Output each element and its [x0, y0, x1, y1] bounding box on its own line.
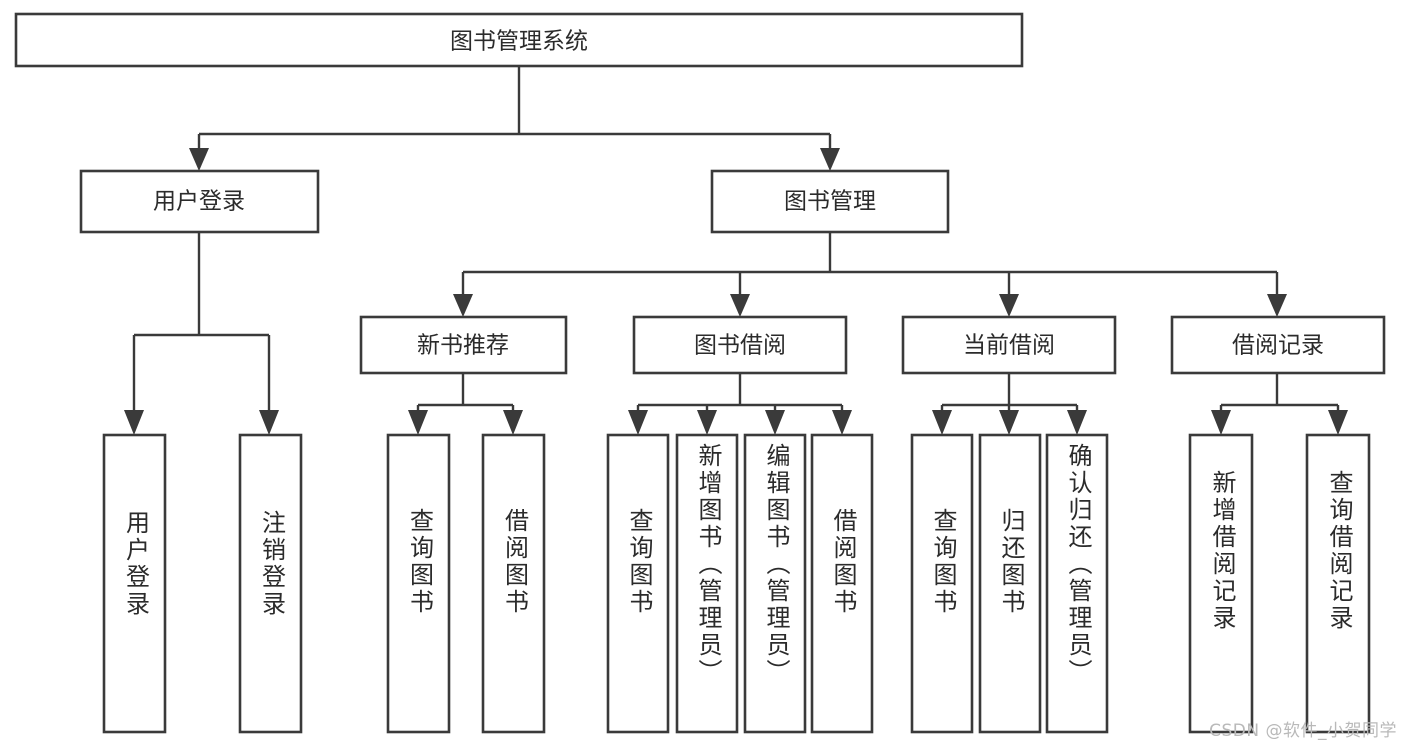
- arrow-head-nb-leaf2: [503, 410, 523, 435]
- node-leaf-cb-confirm-return-box[interactable]: [1045, 433, 1109, 734]
- node-leaf-br-add-record-box[interactable]: [1188, 433, 1254, 734]
- node-leaf-bb-borrow-book-box[interactable]: [810, 433, 874, 734]
- node-book-management-label: 图书管理: [784, 189, 876, 215]
- node-leaf-user-login-box[interactable]: [102, 433, 167, 734]
- arrow-head-leaf-user-login: [124, 410, 144, 435]
- node-leaf-bb-add-book-box[interactable]: [675, 433, 739, 734]
- arrow-head-nb-leaf1: [408, 410, 428, 435]
- arrow-head-leaf-logout: [259, 410, 279, 435]
- node-user-login-box[interactable]: [79, 169, 320, 234]
- node-book-borrow-label: 图书借阅: [694, 333, 786, 359]
- node-leaf-cb-query-book-box[interactable]: [910, 433, 974, 734]
- node-leaf-nb-borrow-book-box[interactable]: [481, 433, 546, 734]
- arrow-head-bb-leaf4: [832, 410, 852, 435]
- arrow-head-bookborrow: [730, 294, 750, 317]
- arrow-head-borrowrecord: [1267, 294, 1287, 317]
- node-user-login-label: 用户登录: [153, 189, 245, 215]
- arrow-head-newbook: [453, 294, 473, 317]
- node-borrow-records-label: 借阅记录: [1232, 333, 1324, 359]
- node-layer: 图书管理系统 用户登录 图书管理 新书推荐 图书借阅 当前借阅 借阅记录: [14, 12, 1386, 734]
- arrow-head-bookmgmt: [820, 148, 840, 171]
- node-leaf-logout-box[interactable]: [238, 433, 303, 734]
- arrow-head-br-leaf1: [1211, 410, 1231, 435]
- arrow-head-bb-leaf1: [628, 410, 648, 435]
- node-leaf-bb-query-book-box[interactable]: [606, 433, 670, 734]
- node-new-book-recommend-label: 新书推荐: [417, 333, 509, 359]
- arrow-head-bb-leaf3: [765, 410, 785, 435]
- node-current-borrow-box[interactable]: [901, 315, 1117, 375]
- arrow-head-cb-leaf3: [1067, 410, 1087, 435]
- arrow-head-cb-leaf1: [932, 410, 952, 435]
- arrow-head-currentborrow: [999, 294, 1019, 317]
- node-leaf-nb-query-book-box[interactable]: [386, 433, 451, 734]
- arrow-head-bb-leaf2: [697, 410, 717, 435]
- node-current-borrow-label: 当前借阅: [963, 333, 1055, 359]
- connector-layer: [124, 66, 1348, 435]
- node-new-book-recommend-box[interactable]: [359, 315, 568, 375]
- node-root-label: 图书管理系统: [450, 29, 588, 55]
- csdn-watermark: CSDN @软件_小贺同学: [1209, 721, 1397, 741]
- node-book-management-box[interactable]: [710, 169, 950, 234]
- arrow-head-br-leaf2: [1328, 410, 1348, 435]
- node-leaf-br-query-record-box[interactable]: [1305, 433, 1371, 734]
- node-borrow-records-box[interactable]: [1170, 315, 1386, 375]
- node-book-borrow-box[interactable]: [632, 315, 848, 375]
- node-leaf-cb-return-book-box[interactable]: [978, 433, 1042, 734]
- node-root-box[interactable]: [14, 12, 1024, 68]
- node-leaf-bb-edit-book-box[interactable]: [743, 433, 807, 734]
- arrow-head-userlogin: [189, 148, 209, 171]
- arrow-head-cb-leaf2: [999, 410, 1019, 435]
